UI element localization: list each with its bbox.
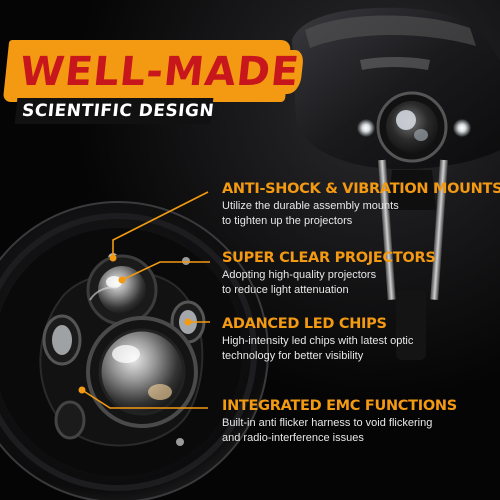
feature-desc-line: High-intensity led chips with latest opt… — [222, 335, 414, 347]
feature-projectors: SUPER CLEAR PROJECTORS Adopting high-qua… — [222, 249, 496, 297]
headline-title: WELL-MADE — [17, 49, 302, 95]
feature-led-chips: ADANCED LED CHIPS High-intensity led chi… — [222, 315, 496, 363]
feature-desc-line: to reduce light attenuation — [222, 284, 349, 296]
feature-desc-line: technology for better visibility — [222, 350, 364, 362]
feature-title: ADANCED LED CHIPS — [222, 316, 387, 332]
feature-desc-line: and radio-interference issues — [222, 432, 364, 444]
motorcycle-photo — [292, 7, 500, 360]
feature-anti-shock: ANTI-SHOCK & VIBRATION MOUNTS Utilize th… — [222, 180, 500, 228]
feature-desc-line: Adopting high-quality projectors — [222, 269, 377, 281]
feature-desc-line: Built-in anti flicker harness to void fl… — [222, 417, 433, 429]
headline-subtitle: SCIENTIFIC DESIGN — [14, 98, 215, 124]
feature-desc-line: Utilize the durable assembly mounts — [222, 200, 399, 212]
callout-lines — [78, 191, 210, 409]
feature-title: ANTI-SHOCK & VIBRATION MOUNTS — [222, 181, 500, 197]
feature-title: INTEGRATED EMC FUNCTIONS — [222, 398, 457, 414]
headline-banner: WELL-MADE SCIENTIFIC DESIGN — [2, 38, 302, 124]
feature-emc: INTEGRATED EMC FUNCTIONS Built-in anti f… — [222, 397, 496, 445]
headlight-assembly — [0, 201, 269, 500]
feature-desc-line: to tighten up the projectors — [222, 215, 353, 227]
feature-title: SUPER CLEAR PROJECTORS — [222, 250, 436, 266]
